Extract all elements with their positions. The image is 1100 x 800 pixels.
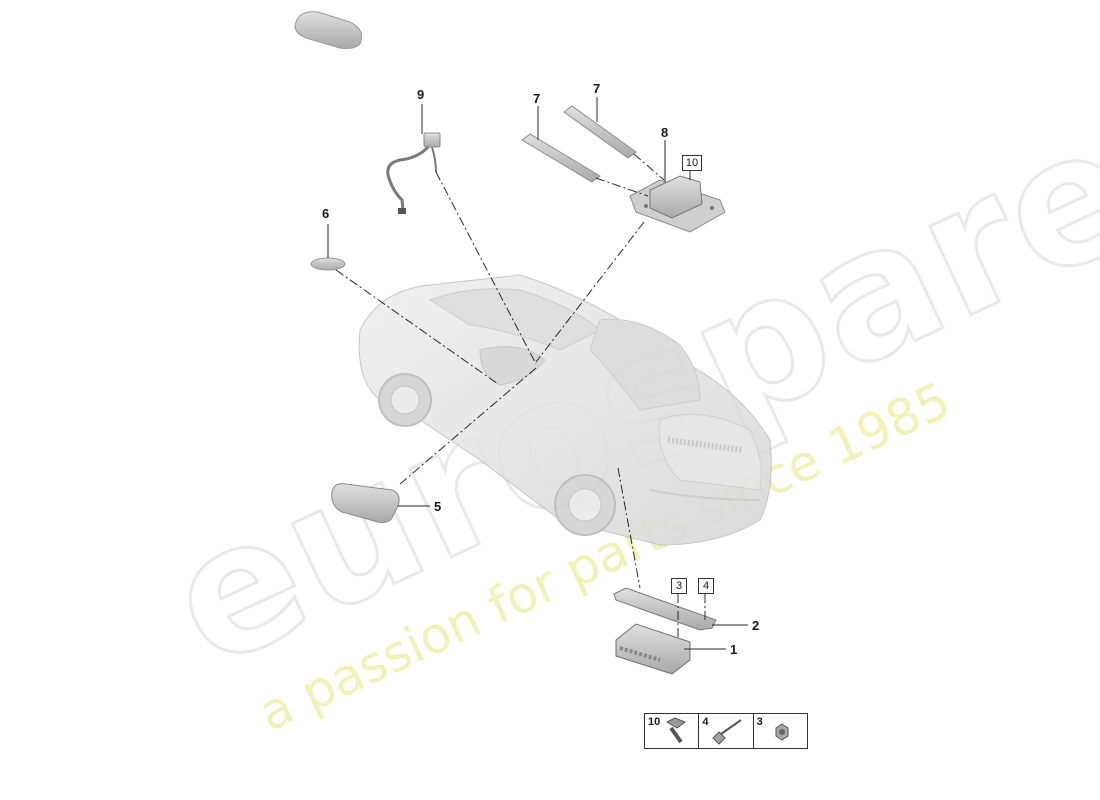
callout-1: 1: [730, 642, 738, 657]
part-5-panel: [331, 483, 400, 523]
legend-cell-4: 4: [699, 714, 754, 748]
legend-number: 10: [648, 716, 661, 728]
cap-part: [294, 11, 363, 49]
car-illustration: [358, 274, 772, 546]
bolt-icon: [665, 717, 687, 744]
boxed-ref-3: 3: [671, 578, 687, 594]
legend-cell-3: 3: [754, 714, 807, 748]
callout-5: 5: [434, 499, 442, 514]
part-7-strips: [521, 105, 637, 183]
part-1-control-unit: [615, 623, 691, 675]
part-2-bracket: [613, 587, 717, 631]
legend-number: 3: [756, 716, 763, 728]
screw-icon: [712, 719, 742, 745]
callout-leaders: [327, 97, 748, 650]
part-8-module: [629, 175, 726, 233]
callout-8: 8: [661, 125, 669, 140]
boxed-ref-10: 10: [682, 155, 702, 171]
legend-cell-10: 10: [645, 714, 700, 748]
boxed-ref-4: 4: [698, 578, 714, 594]
leader-lines: [335, 153, 706, 640]
hardware-legend: 10 4 3: [644, 713, 808, 749]
callout-7a: 7: [533, 91, 541, 106]
part-9-cable: [386, 132, 441, 214]
legend-number: 4: [702, 716, 709, 728]
callout-2: 2: [752, 618, 760, 633]
callout-6: 6: [322, 206, 330, 221]
callout-9: 9: [417, 87, 425, 102]
part-6-disc: [310, 257, 346, 271]
nut-icon: [775, 723, 789, 741]
callout-7b: 7: [593, 81, 601, 96]
